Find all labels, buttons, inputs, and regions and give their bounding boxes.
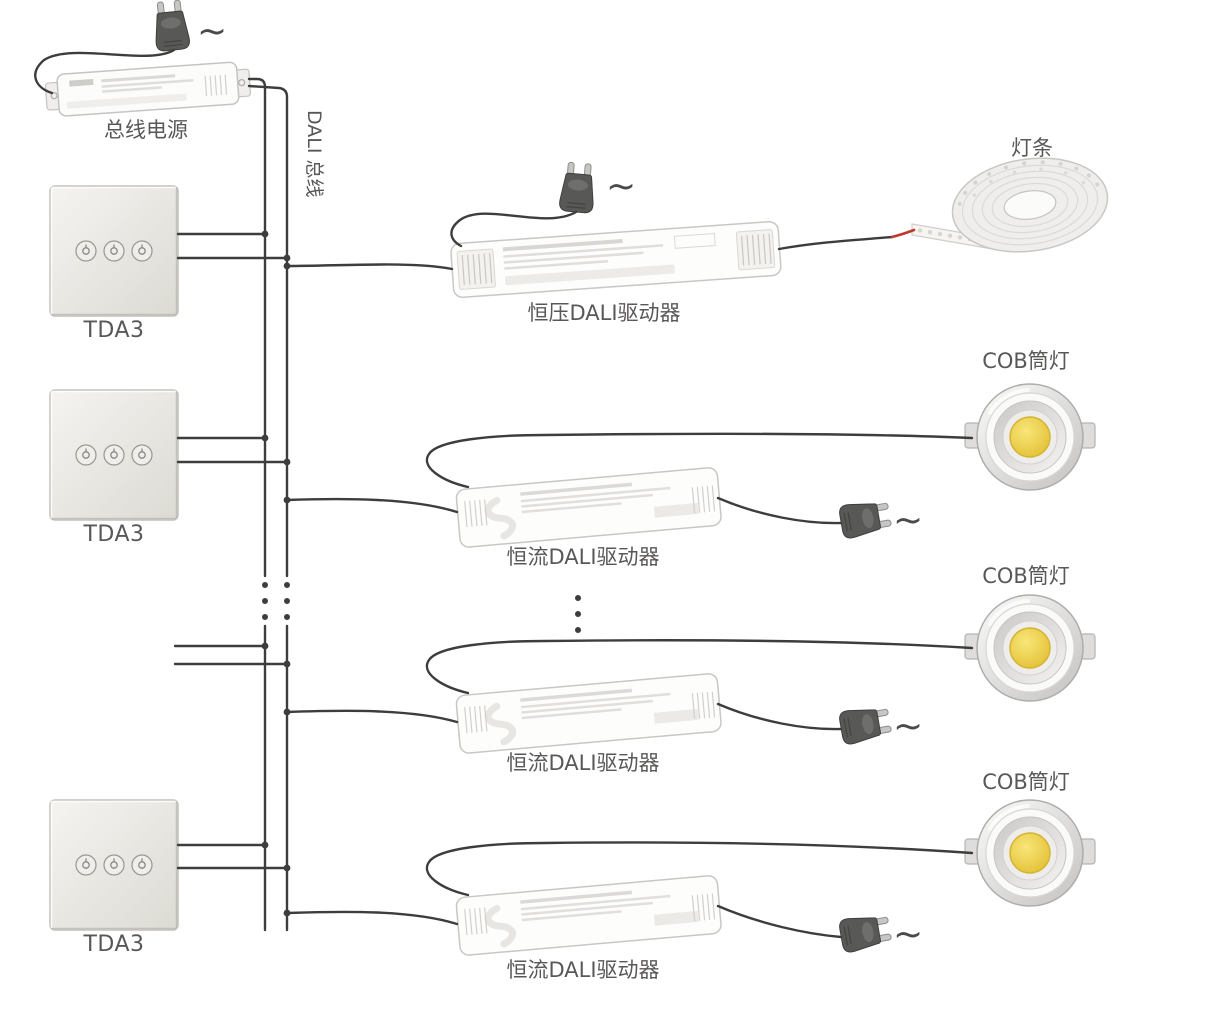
panel2-label: TDA3: [83, 522, 145, 547]
downlight1-label: COB筒灯: [982, 349, 1070, 373]
junction-dots: [261, 230, 291, 917]
dali-bus-line-a: [247, 77, 267, 932]
wire-driver2-to-plug: [716, 496, 843, 525]
wire-driver4-to-plug: [716, 904, 843, 939]
cc-driver3-label: 恒流DALI驱动器: [506, 958, 660, 982]
cc-driver1-label: 恒流DALI驱动器: [506, 545, 660, 569]
cc-dali-driver-2: [456, 673, 722, 754]
panel1-label: TDA3: [83, 318, 145, 343]
bus-power-unit: [44, 61, 252, 117]
cv-dali-driver: [450, 220, 782, 298]
led-strip-coil: [951, 157, 1109, 253]
wire-bus-to-driver3: [285, 709, 459, 724]
ac-symbol-driver1: ~: [606, 166, 637, 207]
wire-driver3-to-plug: [716, 702, 843, 731]
cob-downlight-1: [963, 382, 1097, 492]
driver-continuation-dots: [575, 595, 581, 633]
mains-plug-bus-icon: [151, 0, 191, 53]
wire-driver1-to-strip: [777, 235, 894, 251]
mains-plug-driver1-icon: [558, 161, 598, 214]
wires: [34, 48, 974, 939]
dali-bus-line-b: [247, 84, 289, 932]
touch-panel-1: [49, 185, 179, 317]
ac-symbol-driver3: ~: [893, 706, 924, 747]
wire-driver3-to-downlight2: [425, 639, 974, 695]
touch-panel-2: [49, 389, 179, 521]
downlight3-label: COB筒灯: [982, 770, 1070, 794]
cob-downlight-2: [963, 593, 1097, 703]
wire-driver2-to-downlight1: [425, 432, 974, 489]
cc-dali-driver-1: [456, 467, 722, 548]
cob-downlight-3: [963, 798, 1097, 908]
bus-power-label: 总线电源: [104, 118, 188, 142]
cv-driver-label: 恒压DALI驱动器: [527, 301, 681, 325]
wire-plug1-to-driver1: [450, 210, 578, 248]
mains-plug-driver4-icon: [837, 911, 893, 954]
wire-bus-to-driver2: [285, 497, 459, 514]
mains-plug-driver3-icon: [837, 703, 893, 746]
cc-dali-driver-3: [456, 875, 722, 956]
wire-bus-to-driver1: [285, 263, 454, 271]
touch-panel-3: [49, 799, 179, 931]
led-strip: [911, 157, 1109, 253]
mains-plug-driver2-icon: [837, 497, 893, 540]
strip-label: 灯条: [1011, 136, 1053, 160]
dali-bus-label: DALI 总线: [303, 110, 325, 198]
wire-bus-to-driver4: [285, 910, 459, 926]
wire-strip-live-red: [890, 228, 916, 239]
ac-symbol-mains: ~: [197, 11, 228, 52]
bus-continuation-dots: [262, 582, 290, 620]
ac-symbol-driver4: ~: [893, 914, 924, 955]
downlight2-label: COB筒灯: [982, 564, 1070, 588]
ac-symbol-driver2: ~: [893, 500, 924, 541]
wire-mains-to-bus-power: [34, 48, 176, 95]
panel3-label: TDA3: [83, 932, 145, 957]
wire-driver4-to-downlight3: [425, 841, 974, 897]
cc-driver2-label: 恒流DALI驱动器: [506, 751, 660, 775]
